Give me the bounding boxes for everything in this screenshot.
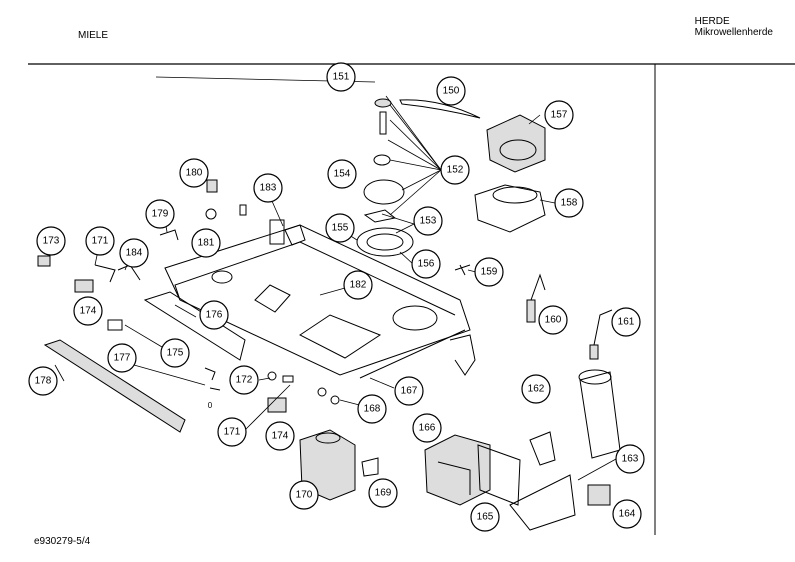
svg-text:151: 151 [333,72,350,83]
svg-text:171: 171 [92,236,109,247]
svg-text:166: 166 [419,423,436,434]
callout-155: 155 [325,213,355,243]
svg-text:165: 165 [477,512,494,523]
svg-text:170: 170 [296,490,313,501]
svg-text:169: 169 [375,488,392,499]
front-rail [143,291,246,361]
rod [359,329,466,379]
appliance-category: HERDE [694,16,730,27]
callout-177: 177 [107,343,137,373]
callout-164: 164 [612,499,642,529]
callout-166: 166 [412,413,442,443]
callout-150: 150 [436,76,466,106]
callout-151: 151 [326,62,356,92]
callout-184: 184 [119,238,149,268]
mounting-plate [477,444,521,506]
svg-text:163: 163 [622,454,639,465]
svg-text:152: 152 [447,165,464,176]
callout-162: 162 [521,374,551,404]
callout-174-bottom: 174 [265,421,295,451]
svg-text:177: 177 [114,353,131,364]
svg-text:155: 155 [332,223,349,234]
svg-text:179: 179 [152,209,169,220]
callout-171: 171 [85,226,115,256]
svg-text:174: 174 [272,431,289,442]
callout-171-bottom: 171 [217,417,247,447]
callout-167: 167 [394,376,424,406]
callout-156: 156 [411,249,441,279]
callout-159: 159 [474,257,504,287]
fan-housing [474,184,546,233]
svg-text:183: 183 [260,183,277,194]
callout-176: 176 [199,300,229,330]
svg-text:173: 173 [43,236,60,247]
turntable-drive [363,179,405,205]
callouts: 151 150 157 152 154 153 158 180 183 179 … [28,62,645,532]
svg-text:168: 168 [364,404,381,415]
callout-169: 169 [368,478,398,508]
small-label: 0 [208,401,213,410]
callout-154: 154 [327,159,357,189]
svg-text:162: 162 [528,384,545,395]
transformer [424,434,491,506]
callout-178: 178 [28,366,58,396]
svg-text:157: 157 [551,110,568,121]
relay [587,484,611,506]
svg-text:167: 167 [401,386,418,397]
svg-text:161: 161 [618,317,635,328]
svg-text:182: 182 [350,280,367,291]
svg-text:175: 175 [167,348,184,359]
part-drawings [37,98,621,531]
svg-text:150: 150 [443,86,460,97]
svg-text:156: 156 [418,259,435,270]
appliance-type: Mikrowellenherde [694,27,773,38]
turntable-ring [356,227,414,257]
callout-165: 165 [470,502,500,532]
callout-180: 180 [179,158,209,188]
svg-text:172: 172 [236,375,253,386]
callout-160: 160 [538,305,568,335]
callout-161: 161 [611,307,641,337]
drive-belt [399,99,481,119]
header-right: HERDE Mikrowellenherde [695,16,773,38]
callout-158: 158 [554,188,584,218]
svg-text:158: 158 [561,198,578,209]
svg-text:164: 164 [619,509,636,520]
svg-text:176: 176 [206,310,223,321]
callout-172: 172 [229,365,259,395]
svg-text:180: 180 [186,168,203,179]
callout-163: 163 [615,444,645,474]
svg-text:171: 171 [224,427,241,438]
capacitor [579,371,621,459]
side-strip [43,339,186,433]
callout-157: 157 [544,100,574,130]
callout-181: 181 [191,228,221,258]
svg-text:153: 153 [420,216,437,227]
fan-motor [486,114,546,173]
svg-text:160: 160 [545,315,562,326]
svg-text:159: 159 [481,267,498,278]
svg-text:174: 174 [80,306,97,317]
callout-168: 168 [357,394,387,424]
document-id: e930279-5/4 [34,536,91,547]
callout-153: 153 [413,206,443,236]
bracket [509,474,576,531]
callout-173: 173 [36,226,66,256]
svg-text:154: 154 [334,169,351,180]
callout-174-top: 174 [73,296,103,326]
svg-text:178: 178 [35,376,52,387]
callout-179: 179 [145,199,175,229]
callout-152: 152 [440,155,470,185]
callout-183: 183 [253,173,283,203]
callout-175: 175 [160,338,190,368]
svg-text:181: 181 [198,238,215,249]
svg-text:184: 184 [126,248,143,259]
callout-182: 182 [343,270,373,300]
brand-label: MIELE [78,30,109,41]
callout-170: 170 [289,480,319,510]
